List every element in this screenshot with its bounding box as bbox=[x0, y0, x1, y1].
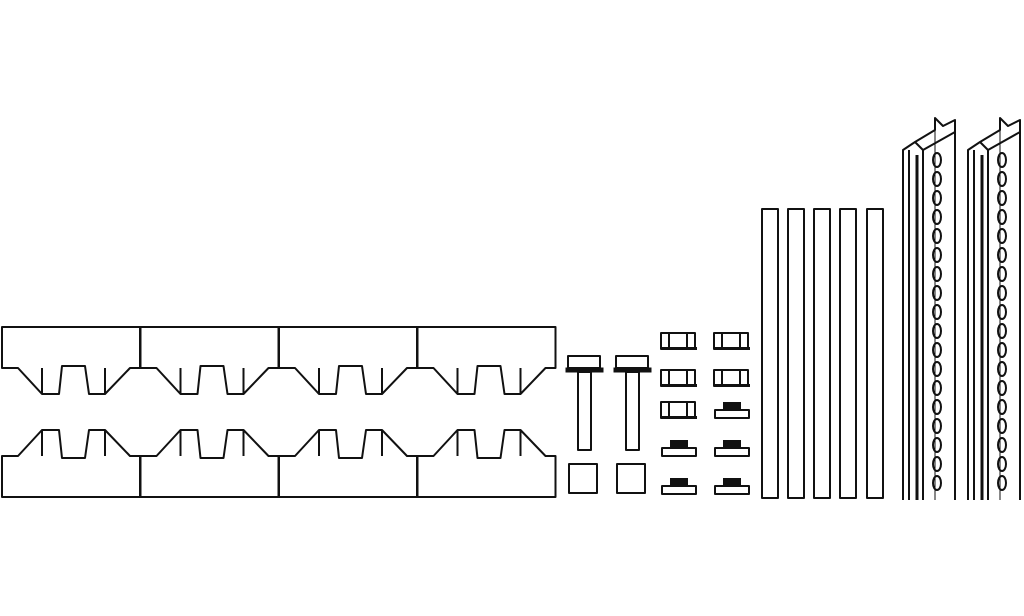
nut-body bbox=[723, 440, 741, 448]
slot-hole bbox=[997, 361, 1007, 377]
upright-flange bbox=[902, 141, 924, 500]
nut bbox=[713, 369, 750, 387]
bracket-top bbox=[1, 326, 141, 395]
nut bbox=[714, 478, 750, 495]
nut-body bbox=[713, 332, 749, 350]
nut bbox=[713, 332, 750, 350]
nut-body bbox=[660, 401, 696, 419]
bracket-bottom bbox=[278, 429, 418, 498]
uprights-group bbox=[902, 117, 1021, 500]
slot-hole bbox=[932, 475, 942, 491]
slot-hole bbox=[932, 342, 942, 358]
rod bbox=[839, 208, 857, 499]
nut-body bbox=[723, 402, 741, 410]
nut-body bbox=[713, 369, 749, 387]
slot-hole bbox=[997, 323, 1007, 339]
nut-body bbox=[670, 478, 688, 486]
slot-hole bbox=[997, 418, 1007, 434]
bolts-group bbox=[565, 355, 652, 494]
slot-hole bbox=[932, 361, 942, 377]
slot-hole bbox=[932, 380, 942, 396]
slot-hole bbox=[932, 228, 942, 244]
nut-flange bbox=[661, 485, 697, 495]
slot-hole bbox=[932, 304, 942, 320]
slot-hole bbox=[997, 285, 1007, 301]
slot-hole bbox=[997, 475, 1007, 491]
rod bbox=[813, 208, 831, 499]
nut-body bbox=[660, 332, 696, 350]
slot-hole bbox=[997, 456, 1007, 472]
rods-group bbox=[761, 208, 884, 499]
slot-hole bbox=[997, 266, 1007, 282]
nuts-group bbox=[660, 332, 750, 495]
nut-body bbox=[670, 440, 688, 448]
bolt bbox=[565, 355, 604, 451]
slot-hole bbox=[932, 285, 942, 301]
nut-base bbox=[661, 384, 697, 387]
slot-hole bbox=[997, 437, 1007, 453]
rod bbox=[787, 208, 805, 499]
slot-hole bbox=[932, 456, 942, 472]
nut-flange bbox=[714, 485, 750, 495]
slot-hole bbox=[997, 304, 1007, 320]
bolt bbox=[613, 355, 652, 451]
nut bbox=[660, 332, 697, 350]
nut bbox=[714, 440, 750, 457]
nut-base bbox=[714, 384, 750, 387]
nut-base bbox=[661, 347, 697, 350]
slot-hole bbox=[997, 171, 1007, 187]
bolt-head bbox=[567, 355, 601, 369]
slot-hole bbox=[997, 152, 1007, 168]
bolt-shaft bbox=[625, 371, 640, 451]
slot-hole bbox=[997, 190, 1007, 206]
bolt-shaft bbox=[577, 371, 592, 451]
slot-hole bbox=[997, 228, 1007, 244]
rod bbox=[866, 208, 884, 499]
slot-hole bbox=[997, 342, 1007, 358]
bracket-top bbox=[139, 326, 280, 395]
nut-base bbox=[661, 416, 697, 419]
square-plate bbox=[568, 463, 598, 494]
nut bbox=[714, 402, 750, 419]
slot-hole bbox=[997, 209, 1007, 225]
nut-flange bbox=[714, 409, 750, 419]
slot-hole bbox=[997, 247, 1007, 263]
slot-hole bbox=[932, 247, 942, 263]
upright bbox=[902, 117, 956, 500]
slot-hole bbox=[932, 171, 942, 187]
nut-body bbox=[723, 478, 741, 486]
bracket-top bbox=[416, 326, 557, 395]
slot-hole bbox=[932, 209, 942, 225]
bracket-bottom bbox=[139, 429, 280, 498]
shelf-brackets bbox=[1, 326, 557, 498]
bracket-top bbox=[278, 326, 418, 395]
slot-hole bbox=[932, 266, 942, 282]
slot-hole bbox=[997, 399, 1007, 415]
upright-flange bbox=[967, 141, 989, 500]
upright bbox=[967, 117, 1021, 500]
slot-hole bbox=[932, 190, 942, 206]
rod bbox=[761, 208, 779, 499]
nut-base bbox=[714, 347, 750, 350]
square-plate bbox=[616, 463, 646, 494]
bolt-head bbox=[615, 355, 649, 369]
nut-flange bbox=[714, 447, 750, 457]
nut bbox=[660, 369, 697, 387]
nut bbox=[661, 478, 697, 495]
slot-hole bbox=[932, 152, 942, 168]
slot-hole bbox=[932, 399, 942, 415]
slot-hole bbox=[932, 437, 942, 453]
slot-hole bbox=[932, 418, 942, 434]
bracket-bottom bbox=[1, 429, 141, 498]
bracket-bottom bbox=[416, 429, 557, 498]
slot-hole bbox=[997, 380, 1007, 396]
nut bbox=[660, 401, 697, 419]
nut-body bbox=[660, 369, 696, 387]
slot-hole bbox=[932, 323, 942, 339]
nut bbox=[661, 440, 697, 457]
nut-flange bbox=[661, 447, 697, 457]
